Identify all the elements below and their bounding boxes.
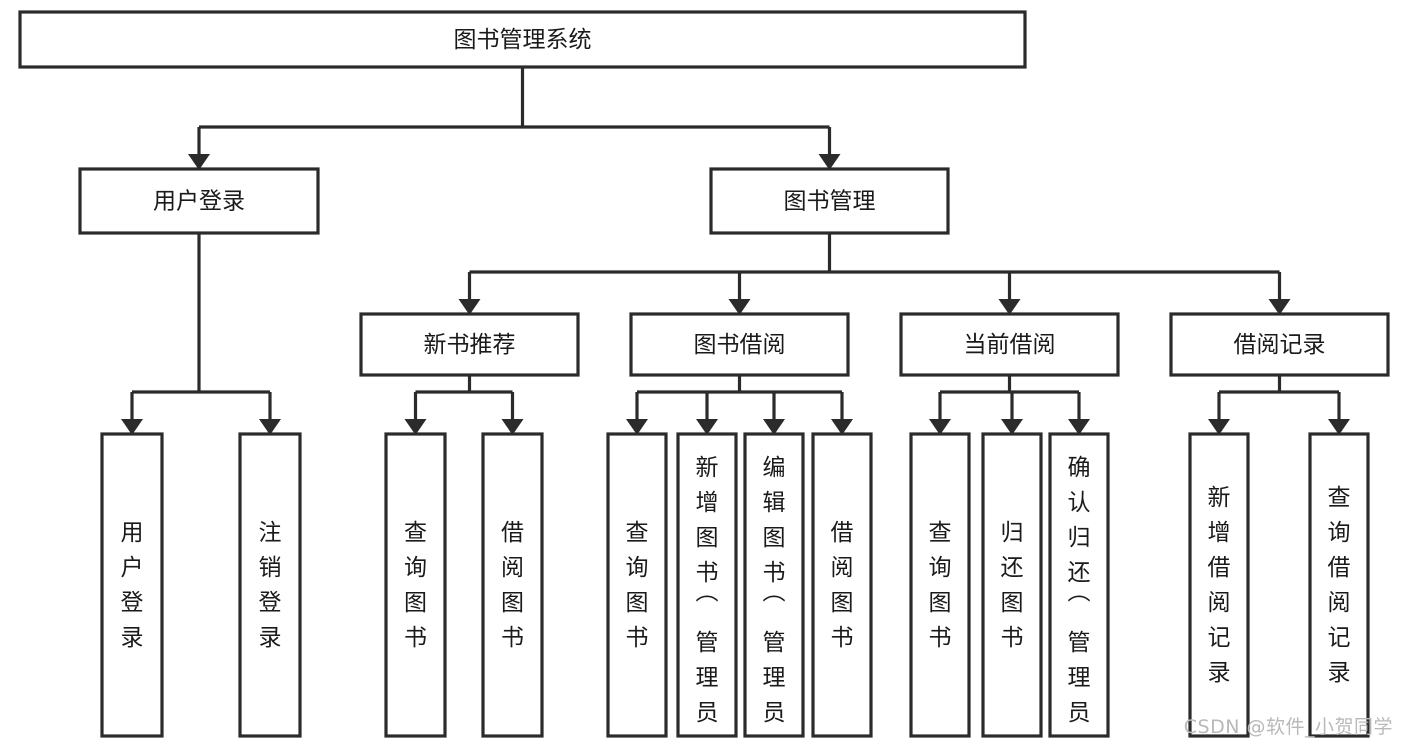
- node-user-login[interactable]: 用户登录: [78, 167, 320, 235]
- node-box-leaf-query-book-3: [909, 432, 971, 738]
- arrow-head-leaf-user-logout: [259, 419, 281, 435]
- node-label-book-borrow: 图书借阅: [694, 332, 786, 358]
- node-box-leaf-return-book: [981, 432, 1043, 738]
- node-label-leaf-query-book-3: 查询图书: [929, 520, 952, 651]
- node-leaf-query-record[interactable]: 查询借阅记录: [1308, 432, 1370, 738]
- node-leaf-user-login[interactable]: 用户登录: [100, 432, 164, 738]
- node-box-leaf-user-login: [100, 432, 164, 738]
- node-book-manage[interactable]: 图书管理: [709, 167, 950, 235]
- node-box-book-manage: [709, 167, 950, 235]
- node-root[interactable]: 图书管理系统: [18, 10, 1027, 69]
- arrow-head-leaf-edit-book: [763, 419, 785, 435]
- arrow-head-current-borrow: [998, 299, 1021, 315]
- node-leaf-add-book[interactable]: 新增图书⌒管理员⌣: [676, 432, 738, 747]
- node-label-new-book-rec: 新书推荐: [424, 332, 516, 358]
- node-box-leaf-confirm-return: [1048, 432, 1110, 738]
- arrow-head-leaf-return-book: [1001, 419, 1023, 435]
- node-leaf-borrow-book-1[interactable]: 借阅图书: [481, 432, 544, 738]
- arrow-head-leaf-query-record: [1328, 419, 1350, 435]
- node-label-leaf-borrow-book-1: 借阅图书: [501, 520, 524, 651]
- node-label-leaf-query-book-1: 查询图书: [404, 520, 427, 651]
- node-box-root: [18, 10, 1027, 69]
- node-leaf-query-book-1[interactable]: 查询图书: [384, 432, 447, 738]
- node-box-leaf-edit-book: [743, 432, 805, 738]
- arrow-head-book-manage: [818, 154, 841, 170]
- node-label-root: 图书管理系统: [454, 27, 592, 53]
- node-leaf-add-record[interactable]: 新增借阅记录: [1188, 432, 1250, 738]
- node-box-leaf-borrow-book-1: [481, 432, 544, 738]
- node-label-leaf-add-book: 新增图书⌒管理员⌣: [696, 455, 719, 747]
- node-label-leaf-confirm-return: 确认归还⌒管理员⌣: [1068, 455, 1091, 747]
- node-box-book-borrow: [629, 312, 850, 377]
- node-label-leaf-edit-book: 编辑图书⌒管理员⌣: [763, 455, 786, 747]
- node-new-book-rec[interactable]: 新书推荐: [359, 312, 580, 377]
- connector-group-user-login: [121, 233, 281, 435]
- connectors-layer: [121, 67, 1350, 435]
- node-leaf-return-book[interactable]: 归还图书: [981, 432, 1043, 738]
- arrow-head-leaf-query-book-2: [626, 419, 648, 435]
- connector-group-root: [188, 67, 841, 170]
- arrow-head-leaf-query-book-3: [929, 419, 951, 435]
- node-label-leaf-add-record: 新增借阅记录: [1208, 485, 1231, 686]
- node-leaf-borrow-book-2[interactable]: 借阅图书: [811, 432, 873, 738]
- node-label-leaf-user-login: 用户登录: [121, 520, 144, 651]
- node-box-leaf-query-book-1: [384, 432, 447, 738]
- node-box-leaf-add-book: [676, 432, 738, 738]
- node-leaf-confirm-return[interactable]: 确认归还⌒管理员⌣: [1048, 432, 1110, 747]
- node-box-leaf-add-record: [1188, 432, 1250, 738]
- connector-group-book-manage: [458, 233, 1291, 315]
- node-label-borrow-record: 借阅记录: [1234, 332, 1326, 358]
- node-label-leaf-borrow-book-2: 借阅图书: [831, 520, 854, 651]
- node-label-leaf-user-logout: 注销登录: [259, 520, 282, 651]
- node-current-borrow[interactable]: 当前借阅: [899, 312, 1120, 377]
- node-label-leaf-return-book: 归还图书: [1001, 520, 1024, 651]
- arrow-head-leaf-add-book: [696, 419, 718, 435]
- arrow-head-leaf-confirm-return: [1068, 419, 1090, 435]
- arrow-head-leaf-query-book-1: [404, 419, 427, 435]
- node-label-leaf-query-record: 查询借阅记录: [1328, 485, 1351, 686]
- arrow-head-leaf-add-record: [1208, 419, 1230, 435]
- csdn-watermark: CSDN @软件_小贺同学: [1183, 716, 1393, 738]
- arrow-head-user-login: [188, 154, 210, 170]
- connector-group-current-borrow: [929, 375, 1090, 435]
- node-box-leaf-query-record: [1308, 432, 1370, 738]
- arrow-head-borrow-record: [1268, 299, 1291, 315]
- connector-group-book-borrow: [626, 375, 853, 435]
- node-leaf-query-book-3[interactable]: 查询图书: [909, 432, 971, 738]
- node-book-borrow[interactable]: 图书借阅: [629, 312, 850, 377]
- node-leaf-edit-book[interactable]: 编辑图书⌒管理员⌣: [743, 432, 805, 747]
- node-box-current-borrow: [899, 312, 1120, 377]
- arrow-head-leaf-borrow-book-2: [831, 419, 853, 435]
- nodes-layer: 图书管理系统用户登录图书管理新书推荐图书借阅当前借阅借阅记录用户登录注销登录查询…: [18, 10, 1390, 747]
- connector-group-borrow-record: [1208, 375, 1350, 435]
- node-box-borrow-record: [1169, 312, 1390, 377]
- arrow-head-book-borrow: [728, 299, 751, 315]
- node-box-leaf-query-book-2: [606, 432, 668, 738]
- arrow-head-new-book-rec: [458, 299, 481, 315]
- node-box-leaf-user-logout: [238, 432, 302, 738]
- node-leaf-query-book-2[interactable]: 查询图书: [606, 432, 668, 738]
- node-box-user-login: [78, 167, 320, 235]
- node-label-user-login: 用户登录: [153, 189, 245, 215]
- node-box-new-book-rec: [359, 312, 580, 377]
- node-leaf-user-logout[interactable]: 注销登录: [238, 432, 302, 738]
- node-label-leaf-query-book-2: 查询图书: [626, 520, 649, 651]
- arrow-head-leaf-borrow-book-1: [501, 419, 524, 435]
- node-box-leaf-borrow-book-2: [811, 432, 873, 738]
- arrow-head-leaf-user-login: [121, 419, 143, 435]
- node-label-book-manage: 图书管理: [784, 189, 876, 215]
- node-label-current-borrow: 当前借阅: [964, 332, 1056, 358]
- connector-group-new-book-rec: [404, 375, 524, 435]
- node-borrow-record[interactable]: 借阅记录: [1169, 312, 1390, 377]
